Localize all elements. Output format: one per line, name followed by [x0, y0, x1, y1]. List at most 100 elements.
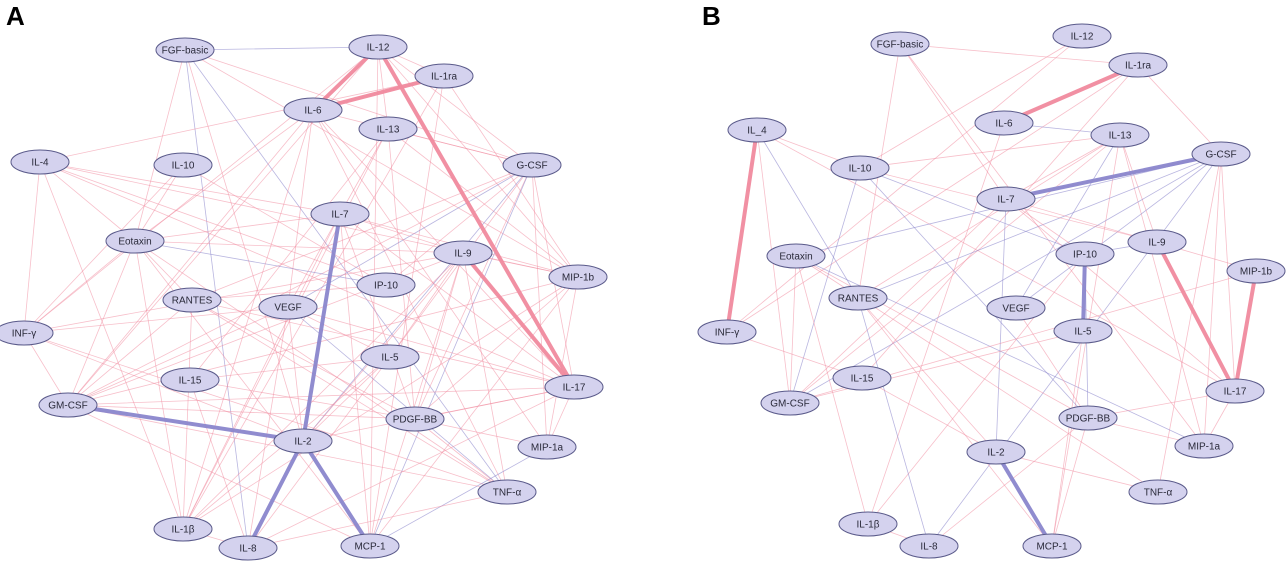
edge — [1119, 134, 1158, 243]
node-tnf: TNF-α — [477, 479, 537, 505]
edge — [387, 128, 416, 420]
edge — [377, 46, 389, 130]
edge — [726, 64, 1139, 333]
edge — [182, 128, 389, 530]
edge — [899, 43, 1139, 66]
edge — [39, 161, 184, 530]
node-mip-1a: MIP-1a — [1174, 433, 1234, 459]
node-ellipse — [160, 367, 220, 393]
node-il-1ra: IL-1ra — [414, 63, 474, 89]
node-ellipse — [0, 320, 54, 346]
node-mip-1b: MIP-1b — [1226, 258, 1286, 284]
edge — [23, 164, 184, 334]
node-il-9: IL-9 — [1127, 229, 1187, 255]
node-ellipse — [966, 439, 1026, 465]
strong-edge-il-9-il-17 — [1155, 240, 1237, 393]
node-ellipse — [870, 31, 930, 57]
node-il-13: IL-13 — [358, 116, 418, 142]
node-ellipse — [10, 149, 70, 175]
node-ellipse — [1058, 405, 1118, 431]
node-il-4: IL_4 — [727, 117, 787, 143]
node-il-2: IL-2 — [273, 428, 333, 454]
node-ellipse — [1052, 23, 1112, 49]
node-ellipse — [766, 243, 826, 269]
strong-edge-gm-csf-il-2 — [66, 403, 305, 443]
edge — [795, 255, 869, 525]
edge — [789, 134, 1121, 404]
node-label: IL-10 — [172, 161, 195, 172]
edge — [23, 252, 464, 334]
edge — [134, 213, 341, 242]
node-label: INF-γ — [12, 329, 36, 340]
node-pdgf-bb: PDGF-BB — [385, 406, 445, 432]
strong-edge-il-12-il-17 — [376, 45, 576, 389]
edge — [182, 109, 314, 530]
node-il-7: IL-7 — [976, 186, 1036, 212]
panel-a-edges — [23, 45, 579, 550]
edge — [339, 213, 416, 420]
node-label: IL-4 — [31, 158, 49, 169]
edge — [312, 109, 548, 448]
panel-a-label: A — [6, 1, 25, 31]
edge — [184, 49, 304, 442]
edge — [726, 35, 1083, 333]
node-ellipse — [1053, 318, 1113, 344]
edge — [789, 153, 1222, 404]
node-ellipse — [273, 428, 333, 454]
edge — [184, 49, 533, 166]
edge — [859, 35, 1083, 169]
node-ellipse — [1022, 533, 1082, 559]
node-ellipse — [433, 240, 493, 266]
node-ellipse — [828, 285, 888, 311]
node-ellipse — [340, 533, 400, 559]
edge — [191, 299, 575, 388]
edge — [39, 161, 575, 388]
node-label: IL-8 — [239, 544, 257, 555]
node-ellipse — [1205, 378, 1265, 404]
node-label: PDGF-BB — [393, 415, 438, 426]
node-inf: INF-γ — [0, 320, 54, 346]
node-label: IL-2 — [294, 437, 312, 448]
node-il-15: IL-15 — [160, 367, 220, 393]
node-label: IL-10 — [849, 164, 872, 175]
edge — [756, 129, 859, 299]
node-label: MIP-1a — [1188, 442, 1221, 453]
node-ellipse — [310, 201, 370, 227]
node-il-1: IL-1β — [838, 511, 898, 537]
edge — [182, 252, 464, 530]
node-label: IL-1ra — [1125, 61, 1152, 72]
node-ellipse — [974, 110, 1034, 136]
node-label: RANTES — [838, 294, 879, 305]
node-il-8: IL-8 — [218, 535, 278, 561]
node-vegf: VEGF — [986, 295, 1046, 321]
edge — [312, 109, 508, 493]
node-label: IP-10 — [1073, 250, 1097, 261]
edge — [184, 46, 379, 51]
edge — [789, 255, 797, 404]
node-vegf: VEGF — [258, 294, 318, 320]
edge — [247, 491, 508, 549]
edge — [287, 306, 508, 493]
node-rantes: RANTES — [828, 285, 888, 311]
node-eotaxin: Eotaxin — [105, 228, 165, 254]
node-il-4: IL-4 — [10, 149, 70, 175]
node-ellipse — [1055, 241, 1115, 267]
node-il-5: IL-5 — [360, 344, 420, 370]
panel-b-edges — [725, 35, 1258, 548]
node-il-6: IL-6 — [283, 97, 343, 123]
node-label: IL-9 — [1148, 238, 1166, 249]
node-il-12: IL-12 — [348, 34, 408, 60]
node-il-7: IL-7 — [310, 201, 370, 227]
strong-edge-mip-1b-il-17 — [1233, 269, 1258, 393]
edge — [39, 161, 387, 286]
edge — [414, 418, 508, 493]
node-ellipse — [162, 287, 222, 313]
edge — [857, 297, 930, 547]
edge — [414, 252, 464, 420]
panel-b: B FGF-basicIL-12IL-1raIL_4IL-6IL-13G-CSF… — [697, 1, 1286, 559]
edge — [369, 75, 445, 547]
edge — [1005, 198, 1257, 272]
edge — [899, 43, 1007, 200]
node-label: G-CSF — [1205, 150, 1236, 161]
